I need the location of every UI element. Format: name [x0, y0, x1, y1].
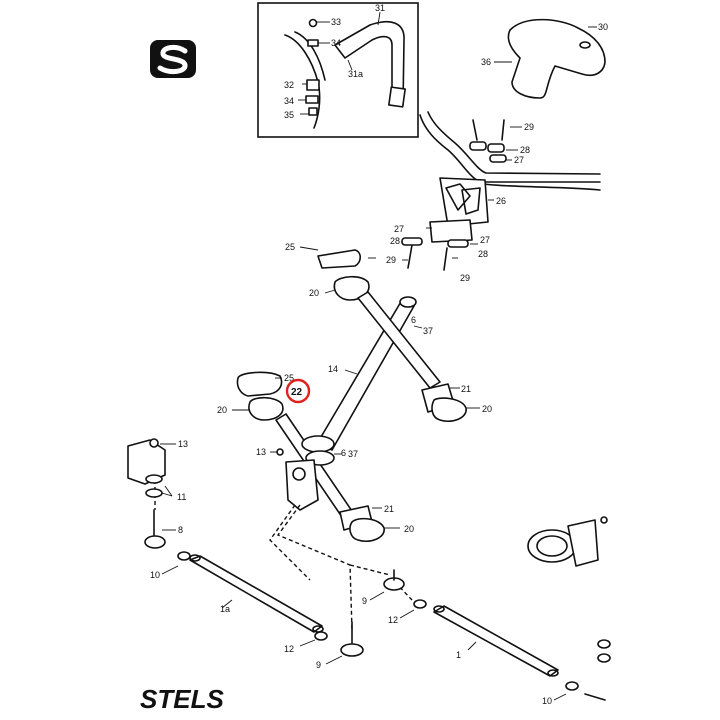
callout-25-lower: 25 — [284, 373, 294, 383]
callout-9-left: 9 — [316, 660, 321, 670]
callout-28-right: 28 — [478, 249, 488, 259]
callout-21-lower: 21 — [384, 504, 394, 514]
clamp-bolts — [401, 119, 522, 271]
callout-12-right: 12 — [388, 615, 398, 625]
callout-22: 22 — [291, 387, 303, 398]
callout-34: 34 — [331, 38, 341, 48]
callout-13-left: 13 — [178, 439, 188, 449]
callout-6-lower: 6 — [341, 448, 346, 458]
callout-28-left: 28 — [390, 236, 400, 246]
callout-34-lower: 34 — [284, 96, 294, 106]
callout-36: 36 — [481, 57, 491, 67]
callout-10-left: 10 — [150, 570, 160, 580]
callout-21: 21 — [461, 384, 471, 394]
callout-9-right: 9 — [362, 596, 367, 606]
callout-29-left: 29 — [386, 255, 396, 265]
callout-1: 1 — [456, 650, 461, 660]
brand-wordmark: STELS — [140, 684, 224, 714]
callout-25: 25 — [285, 242, 295, 252]
callout-11: 11 — [177, 492, 186, 502]
callout-27-left: 27 — [394, 224, 404, 234]
callout-8: 8 — [178, 525, 183, 535]
callout-28: 28 — [520, 145, 530, 155]
callout-37-lower: 37 — [348, 449, 358, 459]
lower-left-bracket — [232, 371, 284, 421]
callout-37: 37 — [423, 326, 433, 336]
callout-29: 29 — [524, 122, 534, 132]
callout-27-right: 27 — [480, 235, 490, 245]
callout-30: 30 — [598, 22, 608, 32]
callout-27: 27 — [514, 155, 524, 165]
highlighted-callout-22: 22 — [285, 378, 311, 404]
callout-29-right: 29 — [460, 273, 470, 283]
callout-33: 33 — [331, 17, 341, 27]
upper-tie-rod — [357, 291, 480, 423]
tie-rod-1a — [189, 554, 364, 665]
callout-10-right: 10 — [542, 696, 552, 706]
brand-text: STELS — [140, 684, 224, 714]
callout-32: 32 — [284, 80, 294, 90]
callout-20-left: 20 — [217, 405, 227, 415]
callout-31a: 31a — [348, 69, 363, 79]
inset-detail-box — [257, 2, 419, 138]
callout-14: 14 — [328, 364, 338, 374]
callout-31: 31 — [375, 3, 385, 13]
callout-labels: 33 34 31 31a 32 34 35 30 36 29 28 27 26 … — [150, 3, 608, 706]
callout-20-right: 20 — [482, 404, 492, 414]
tie-rod-1 — [369, 569, 606, 701]
callout-20-lower: 20 — [404, 524, 414, 534]
callout-1a: 1a — [220, 604, 230, 614]
callout-6: 6 — [411, 315, 416, 325]
part-clamp-top-right — [494, 18, 606, 99]
callout-26: 26 — [496, 196, 506, 206]
callout-13: 13 — [256, 447, 266, 457]
right-knuckle — [527, 516, 611, 663]
callout-20: 20 — [309, 288, 319, 298]
upper-arm-bracket — [299, 246, 376, 301]
column-bearing-lower — [270, 435, 342, 511]
stem-clamp — [429, 177, 494, 243]
callout-35: 35 — [284, 110, 294, 120]
left-knuckle — [127, 438, 191, 575]
brand-logo-icon — [150, 40, 196, 78]
callout-12-left: 12 — [284, 644, 294, 654]
